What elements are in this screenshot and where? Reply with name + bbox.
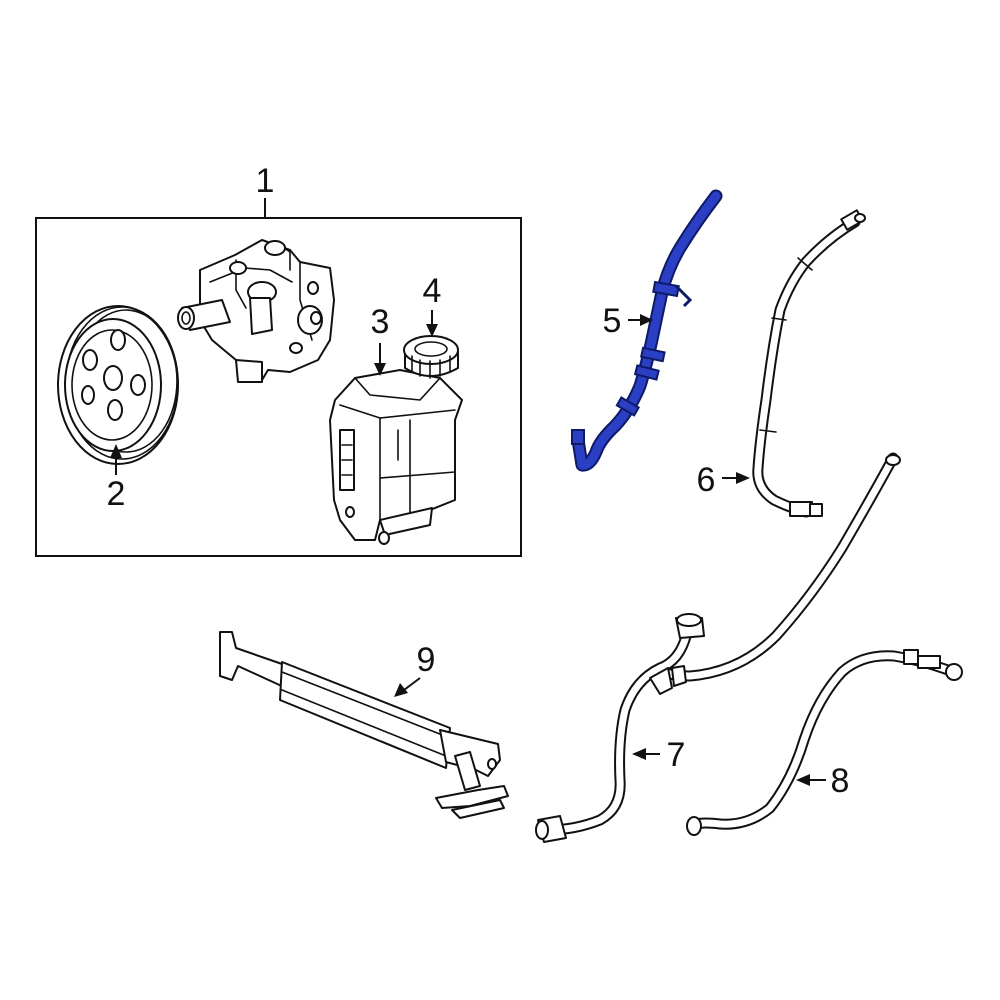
callout-8[interactable]: 8	[796, 762, 849, 800]
cooler-part[interactable]	[219, 631, 509, 819]
reservoir-cap-part[interactable]	[403, 335, 459, 379]
callout-7[interactable]: 7	[632, 736, 685, 774]
callout-4[interactable]: 4	[423, 272, 442, 337]
callout-9[interactable]: 9	[394, 641, 435, 697]
hose-8-part[interactable]	[686, 649, 963, 836]
pump-group-frame	[35, 217, 522, 557]
callout-2[interactable]: 2	[107, 444, 126, 513]
callout-9-label: 9	[417, 641, 436, 679]
pump-body-part[interactable]	[177, 239, 335, 383]
callout-3-label: 3	[371, 303, 390, 341]
reservoir-part[interactable]	[329, 369, 463, 545]
callout-8-label: 8	[831, 762, 850, 800]
hose-6-part[interactable]	[752, 209, 866, 518]
callout-6-label: 6	[697, 461, 716, 499]
callout-5[interactable]: 5	[603, 302, 653, 340]
pressure-hose-part[interactable]	[571, 189, 723, 472]
callout-4-label: 4	[423, 272, 442, 310]
return-hose-part[interactable]	[535, 452, 901, 843]
callout-1[interactable]: 1	[256, 162, 275, 218]
callout-7-label: 7	[667, 736, 686, 774]
callout-3[interactable]: 3	[371, 303, 390, 376]
callout-6[interactable]: 6	[697, 461, 750, 499]
pulley-part[interactable]	[57, 305, 179, 465]
callout-1-label: 1	[256, 162, 275, 200]
callout-2-label: 2	[107, 475, 126, 513]
callout-5-label: 5	[603, 302, 622, 340]
